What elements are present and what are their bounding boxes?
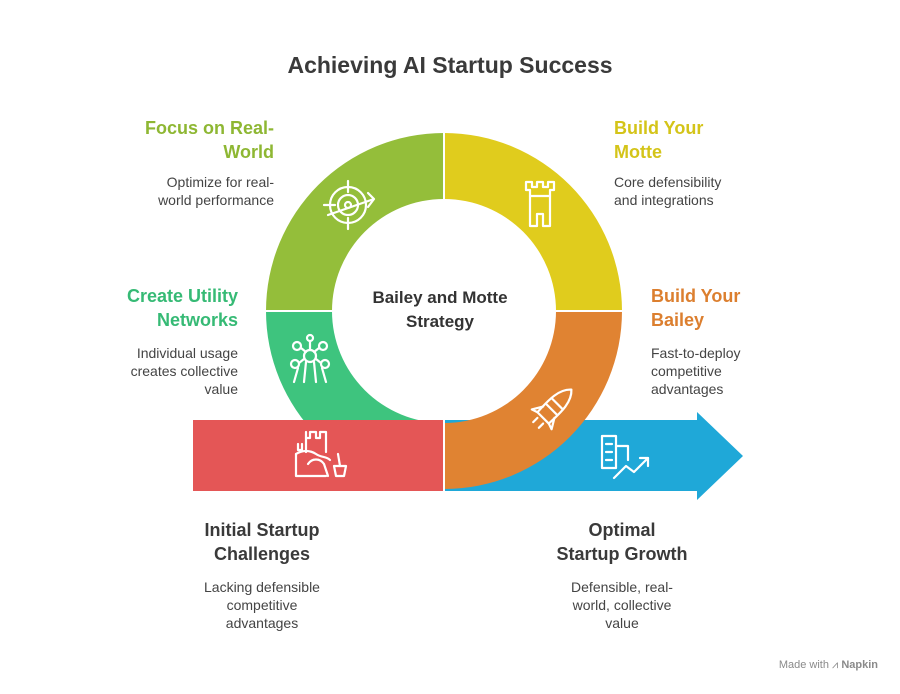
- center-strategy-label: Bailey and Motte Strategy: [350, 286, 530, 334]
- motte-desc-line-1: Core defensibility: [614, 174, 722, 190]
- bailey-heading-line-1: Build Your: [651, 286, 741, 306]
- initial-description: Lacking defensible competitive advantage…: [162, 578, 362, 632]
- initial-heading-line-1: Initial Startup: [204, 520, 320, 540]
- utility-desc-line-1: Individual usage: [136, 345, 238, 361]
- network-structure-icon: [289, 333, 331, 384]
- center-line-2: Strategy: [405, 312, 475, 331]
- initial-heading: Initial Startup Challenges: [162, 518, 362, 566]
- optimal-desc-line-2: world, collective: [572, 597, 672, 613]
- page-title: Achieving AI Startup Success: [287, 52, 613, 78]
- rocket-icon: [530, 388, 573, 431]
- made-with-napkin-credit[interactable]: Made with ⩘ Napkin: [779, 659, 878, 672]
- castle-tower-icon: [524, 180, 556, 228]
- optimal-description: Defensible, real- world, collective valu…: [522, 578, 722, 632]
- optimal-desc-line-3: value: [605, 615, 639, 631]
- motte-description: Core defensibility and integrations: [614, 173, 814, 209]
- growth-building-icon: [600, 434, 650, 480]
- focus-heading-line-1: Focus on Real-: [144, 118, 274, 138]
- segment-separators: [262, 130, 626, 493]
- motte-heading-line-1: Build Your: [614, 118, 704, 138]
- initial-desc-line-1: Lacking defensible: [204, 579, 320, 595]
- bailey-heading-line-2: Bailey: [651, 310, 705, 330]
- sandcastle-icon: [294, 430, 348, 478]
- utility-heading-line-1: Create Utility: [126, 286, 238, 306]
- optimal-heading-line-1: Optimal: [588, 520, 656, 540]
- motte-desc-line-2: and integrations: [614, 192, 714, 208]
- bailey-heading: Build Your Bailey: [651, 284, 851, 332]
- bailey-desc-line-3: advantages: [651, 381, 724, 397]
- utility-heading: Create Utility Networks: [60, 284, 238, 332]
- focus-desc-line-1: Optimize for real-: [166, 174, 274, 190]
- target-icon: [322, 179, 376, 231]
- optimal-heading: Optimal Startup Growth: [522, 518, 722, 566]
- utility-desc-line-3: value: [204, 381, 238, 397]
- focus-heading: Focus on Real- World: [100, 116, 274, 164]
- build-motte-segment: [444, 133, 622, 311]
- napkin-logo-icon: ⩘: [832, 659, 839, 671]
- motte-heading-line-2: Motte: [614, 142, 662, 162]
- napkin-brand-label: Napkin: [841, 659, 878, 671]
- initial-desc-line-3: advantages: [225, 615, 299, 631]
- initial-heading-line-2: Challenges: [213, 544, 311, 564]
- utility-desc-line-2: creates collective: [130, 363, 238, 379]
- focus-description: Optimize for real- world performance: [100, 173, 274, 209]
- bailey-desc-line-2: competitive: [651, 363, 722, 379]
- made-with-label: Made with: [778, 659, 829, 671]
- focus-heading-line-2: World: [223, 142, 274, 162]
- motte-heading: Build Your Motte: [614, 116, 814, 164]
- optimal-heading-line-2: Startup Growth: [556, 544, 688, 564]
- utility-description: Individual usage creates collective valu…: [60, 344, 238, 398]
- center-line-1: Bailey and Motte: [372, 288, 508, 307]
- initial-desc-line-2: competitive: [226, 597, 298, 613]
- bailey-description: Fast-to-deploy competitive advantages: [651, 344, 851, 398]
- build-bailey-segment: [444, 311, 622, 489]
- focus-desc-line-2: world performance: [158, 192, 274, 208]
- bailey-desc-line-1: Fast-to-deploy: [651, 345, 741, 361]
- utility-heading-line-2: Networks: [156, 310, 238, 330]
- optimal-desc-line-1: Defensible, real-: [571, 579, 673, 595]
